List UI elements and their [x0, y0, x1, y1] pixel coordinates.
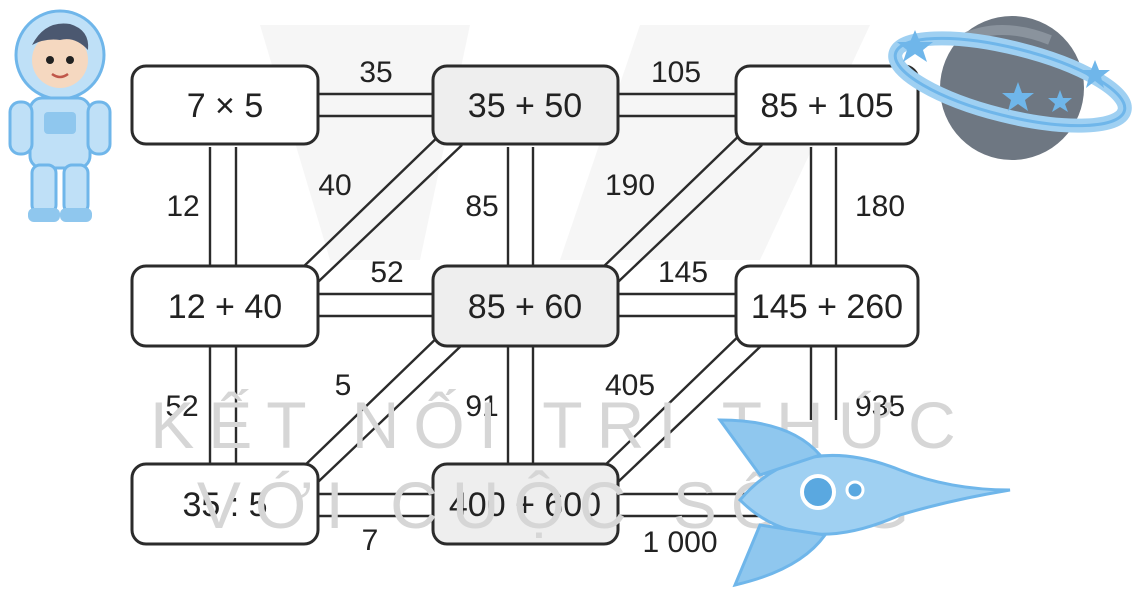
- road-vert-2-0-1: [809, 147, 838, 266]
- road-bot-0-1: [318, 492, 433, 518]
- road-top-0-1: [318, 92, 433, 118]
- road-mid-1-2: [618, 292, 736, 318]
- road-vert-2-1-2: [809, 346, 838, 420]
- road-bot-1-rocket: [618, 492, 760, 518]
- label-vert-2-0-1: 180: [855, 190, 905, 223]
- rocket-icon: [717, 418, 1011, 588]
- road-mid-0-1: [318, 292, 433, 318]
- label-diag-405: 405: [605, 369, 655, 402]
- box-12-plus-40: 12 + 40: [130, 264, 320, 348]
- road-vert-0-0-1: [208, 147, 238, 266]
- box-85-plus-105: 85 + 105: [734, 64, 920, 146]
- edge-labels: 35 105 12 40 85 190 180 52 145 52 5 91 4…: [165, 56, 905, 559]
- road-top-1-2: [618, 92, 736, 118]
- road-vert-1-0-1: [506, 147, 535, 266]
- label-mid-0-1: 52: [370, 256, 403, 289]
- label-diag-190: 190: [605, 169, 655, 202]
- box-145-plus-260: 145 + 260: [734, 264, 920, 348]
- road-vert-0-1-2: [208, 346, 238, 464]
- label-vert-1-0-1: 85: [465, 190, 498, 223]
- label-diag-40: 40: [318, 169, 351, 202]
- box-35-plus-50-text: 35 + 50: [468, 87, 582, 125]
- label-diag-5: 5: [335, 369, 352, 402]
- box-12-plus-40-text: 12 + 40: [168, 288, 282, 326]
- planet-icon: [888, 16, 1132, 160]
- watermark-line1: KẾT NỐI TRI THỨC: [150, 388, 969, 462]
- road-vert-1-1-2: [506, 346, 535, 464]
- box-85-plus-60-text: 85 + 60: [468, 288, 582, 326]
- label-vert-2-1-2: 935: [855, 390, 905, 423]
- label-vert-0-1-2: 52: [165, 390, 198, 423]
- label-bot-1-rocket: 1 000: [642, 526, 717, 559]
- box-35-plus-50: 35 + 50: [431, 64, 620, 146]
- label-vert-0-0-1: 12: [166, 190, 199, 223]
- box-85-plus-105-text: 85 + 105: [760, 87, 893, 125]
- roads: [208, 92, 838, 518]
- label-bot-0-1: 7: [362, 524, 379, 557]
- astronaut-icon: [8, 9, 112, 222]
- box-85-plus-60: 85 + 60: [431, 264, 620, 348]
- label-mid-1-2: 145: [658, 256, 708, 289]
- road-diag-190: [599, 129, 763, 283]
- road-diag-40: [299, 129, 463, 283]
- box-7x5: 7 × 5: [130, 64, 320, 146]
- label-top-0-1: 35: [359, 56, 392, 89]
- road-diag-405: [599, 329, 763, 483]
- road-diag-5: [299, 329, 463, 483]
- box-145-plus-260-text: 145 + 260: [751, 288, 903, 326]
- label-vert-1-1-2: 91: [465, 390, 498, 423]
- box-35-div-5-text: 35 : 5: [182, 486, 267, 524]
- label-top-1-2: 105: [651, 56, 701, 89]
- box-35-div-5: 35 : 5: [130, 462, 320, 546]
- box-400-plus-600-text: 400 + 600: [449, 486, 601, 524]
- box-7x5-text: 7 × 5: [187, 87, 264, 125]
- box-400-plus-600: 400 + 600: [431, 462, 620, 546]
